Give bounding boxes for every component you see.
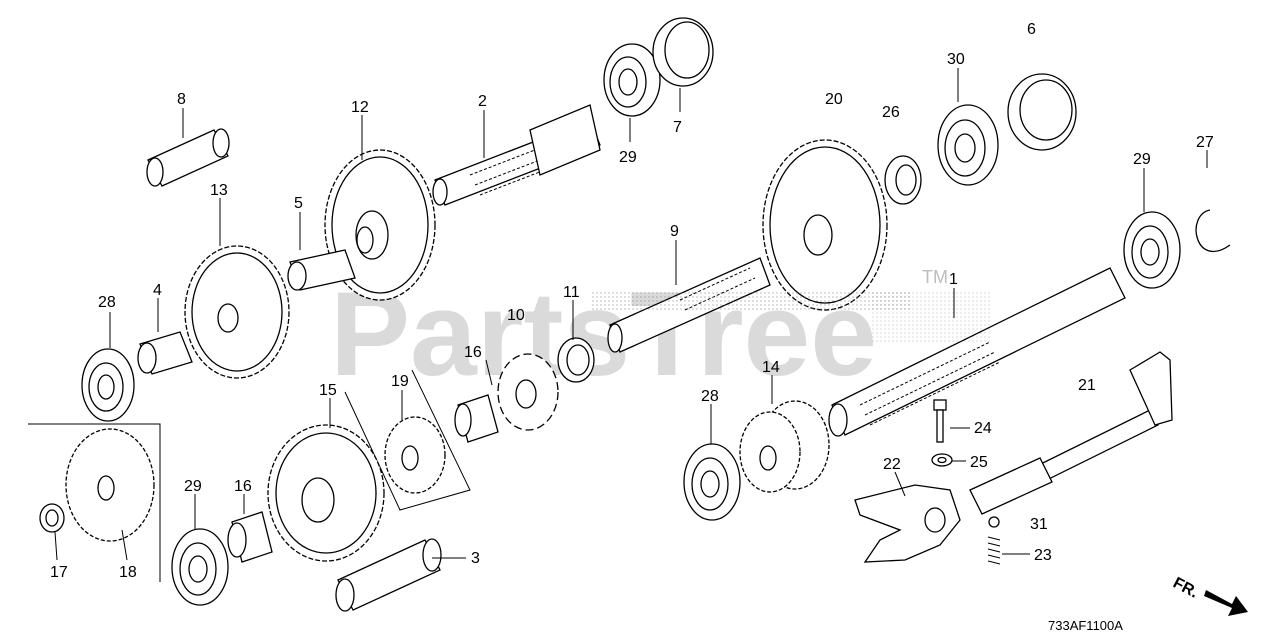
leader-box-19 [344,369,471,511]
part-20-gear[interactable] [762,139,888,311]
callout-17[interactable]: 17 [50,564,68,581]
callout-21[interactable]: 21 [1078,377,1096,394]
part-24-bolt[interactable] [933,399,947,443]
part-6-ring[interactable] [1007,73,1077,151]
leader-box-18 [28,423,161,582]
part-19-gear[interactable] [384,416,446,494]
callout-29-right[interactable]: 29 [1133,151,1151,168]
callout-15[interactable]: 15 [319,382,337,399]
callout-11[interactable]: 11 [563,284,580,301]
part-11-ring[interactable] [557,337,595,383]
callout-1[interactable]: 1 [949,271,958,288]
callout-10[interactable]: 10 [507,307,525,324]
callout-8[interactable]: 8 [177,91,186,108]
callout-16-bottom[interactable]: 16 [234,478,252,495]
part-12-gear[interactable] [324,149,436,301]
part-4-collar[interactable] [137,331,193,375]
callout-13[interactable]: 13 [210,182,228,199]
callout-14[interactable]: 14 [762,359,780,376]
part-15-gear[interactable] [267,424,385,562]
callout-22[interactable]: 22 [883,456,901,473]
watermark-trademark: TM [922,267,948,287]
front-direction-indicator: FR. [1170,575,1248,616]
part-18-gear[interactable] [65,428,155,542]
arrow-icon [1204,590,1248,616]
part-10-sprocket[interactable] [497,353,559,431]
part-16-collar-bottom[interactable] [227,511,273,563]
callout-28-right[interactable]: 28 [701,388,719,405]
part-28-bearing-left[interactable] [81,348,135,422]
part-31-ball[interactable] [988,516,1000,528]
callout-3[interactable]: 3 [471,550,480,567]
part-3-collar[interactable] [335,538,442,612]
part-22-shift-fork[interactable] [854,484,961,563]
part-14-gear[interactable] [739,400,830,493]
part-27-circlip[interactable] [1195,209,1231,253]
part-30-bearing[interactable] [937,104,999,186]
callout-20[interactable]: 20 [825,91,843,108]
part-25-washer[interactable] [931,453,953,467]
callout-29-bottom[interactable]: 29 [184,478,202,495]
callout-5[interactable]: 5 [294,195,303,212]
callout-6[interactable]: 6 [1027,21,1036,38]
callout-27[interactable]: 27 [1196,134,1214,151]
front-label: FR. [1170,575,1201,602]
callout-31[interactable]: 31 [1030,516,1048,533]
part-7-ring[interactable] [652,17,714,87]
callout-26[interactable]: 26 [882,104,900,121]
part-21-shift-shaft[interactable] [969,351,1173,515]
part-29-bearing-bottom[interactable] [171,528,229,606]
part-28-bearing-right[interactable] [683,443,741,521]
part-17-bushing[interactable] [39,503,65,533]
callout-7[interactable]: 7 [673,119,682,136]
part-8-collar[interactable] [146,128,230,187]
callout-19[interactable]: 19 [391,373,409,390]
callout-28-left[interactable]: 28 [98,294,116,311]
part-23-spring[interactable] [987,536,1001,565]
part-29-bearing-right[interactable] [1123,211,1181,289]
callout-24[interactable]: 24 [974,420,992,437]
part-13-gear[interactable] [184,245,290,379]
part-1-shaft[interactable] [828,267,1126,437]
part-26-washer[interactable] [884,155,922,205]
callout-30[interactable]: 30 [947,51,965,68]
callout-12[interactable]: 12 [351,99,369,116]
part-29-bearing-top[interactable] [603,43,661,117]
callout-23[interactable]: 23 [1034,547,1052,564]
callout-4[interactable]: 4 [153,282,162,299]
part-2-shaft[interactable] [432,104,601,206]
leader-lines [54,68,1208,561]
part-5-collar[interactable] [287,249,356,291]
callout-18[interactable]: 18 [119,564,137,581]
callout-9[interactable]: 9 [670,223,679,240]
callout-16-mid[interactable]: 16 [464,344,482,361]
callout-2[interactable]: 2 [478,93,487,110]
diagram-code: 733AF1100A [1048,618,1123,633]
callout-25[interactable]: 25 [970,454,988,471]
part-16-collar-mid[interactable] [454,394,499,443]
callout-29-top[interactable]: 29 [619,149,637,166]
